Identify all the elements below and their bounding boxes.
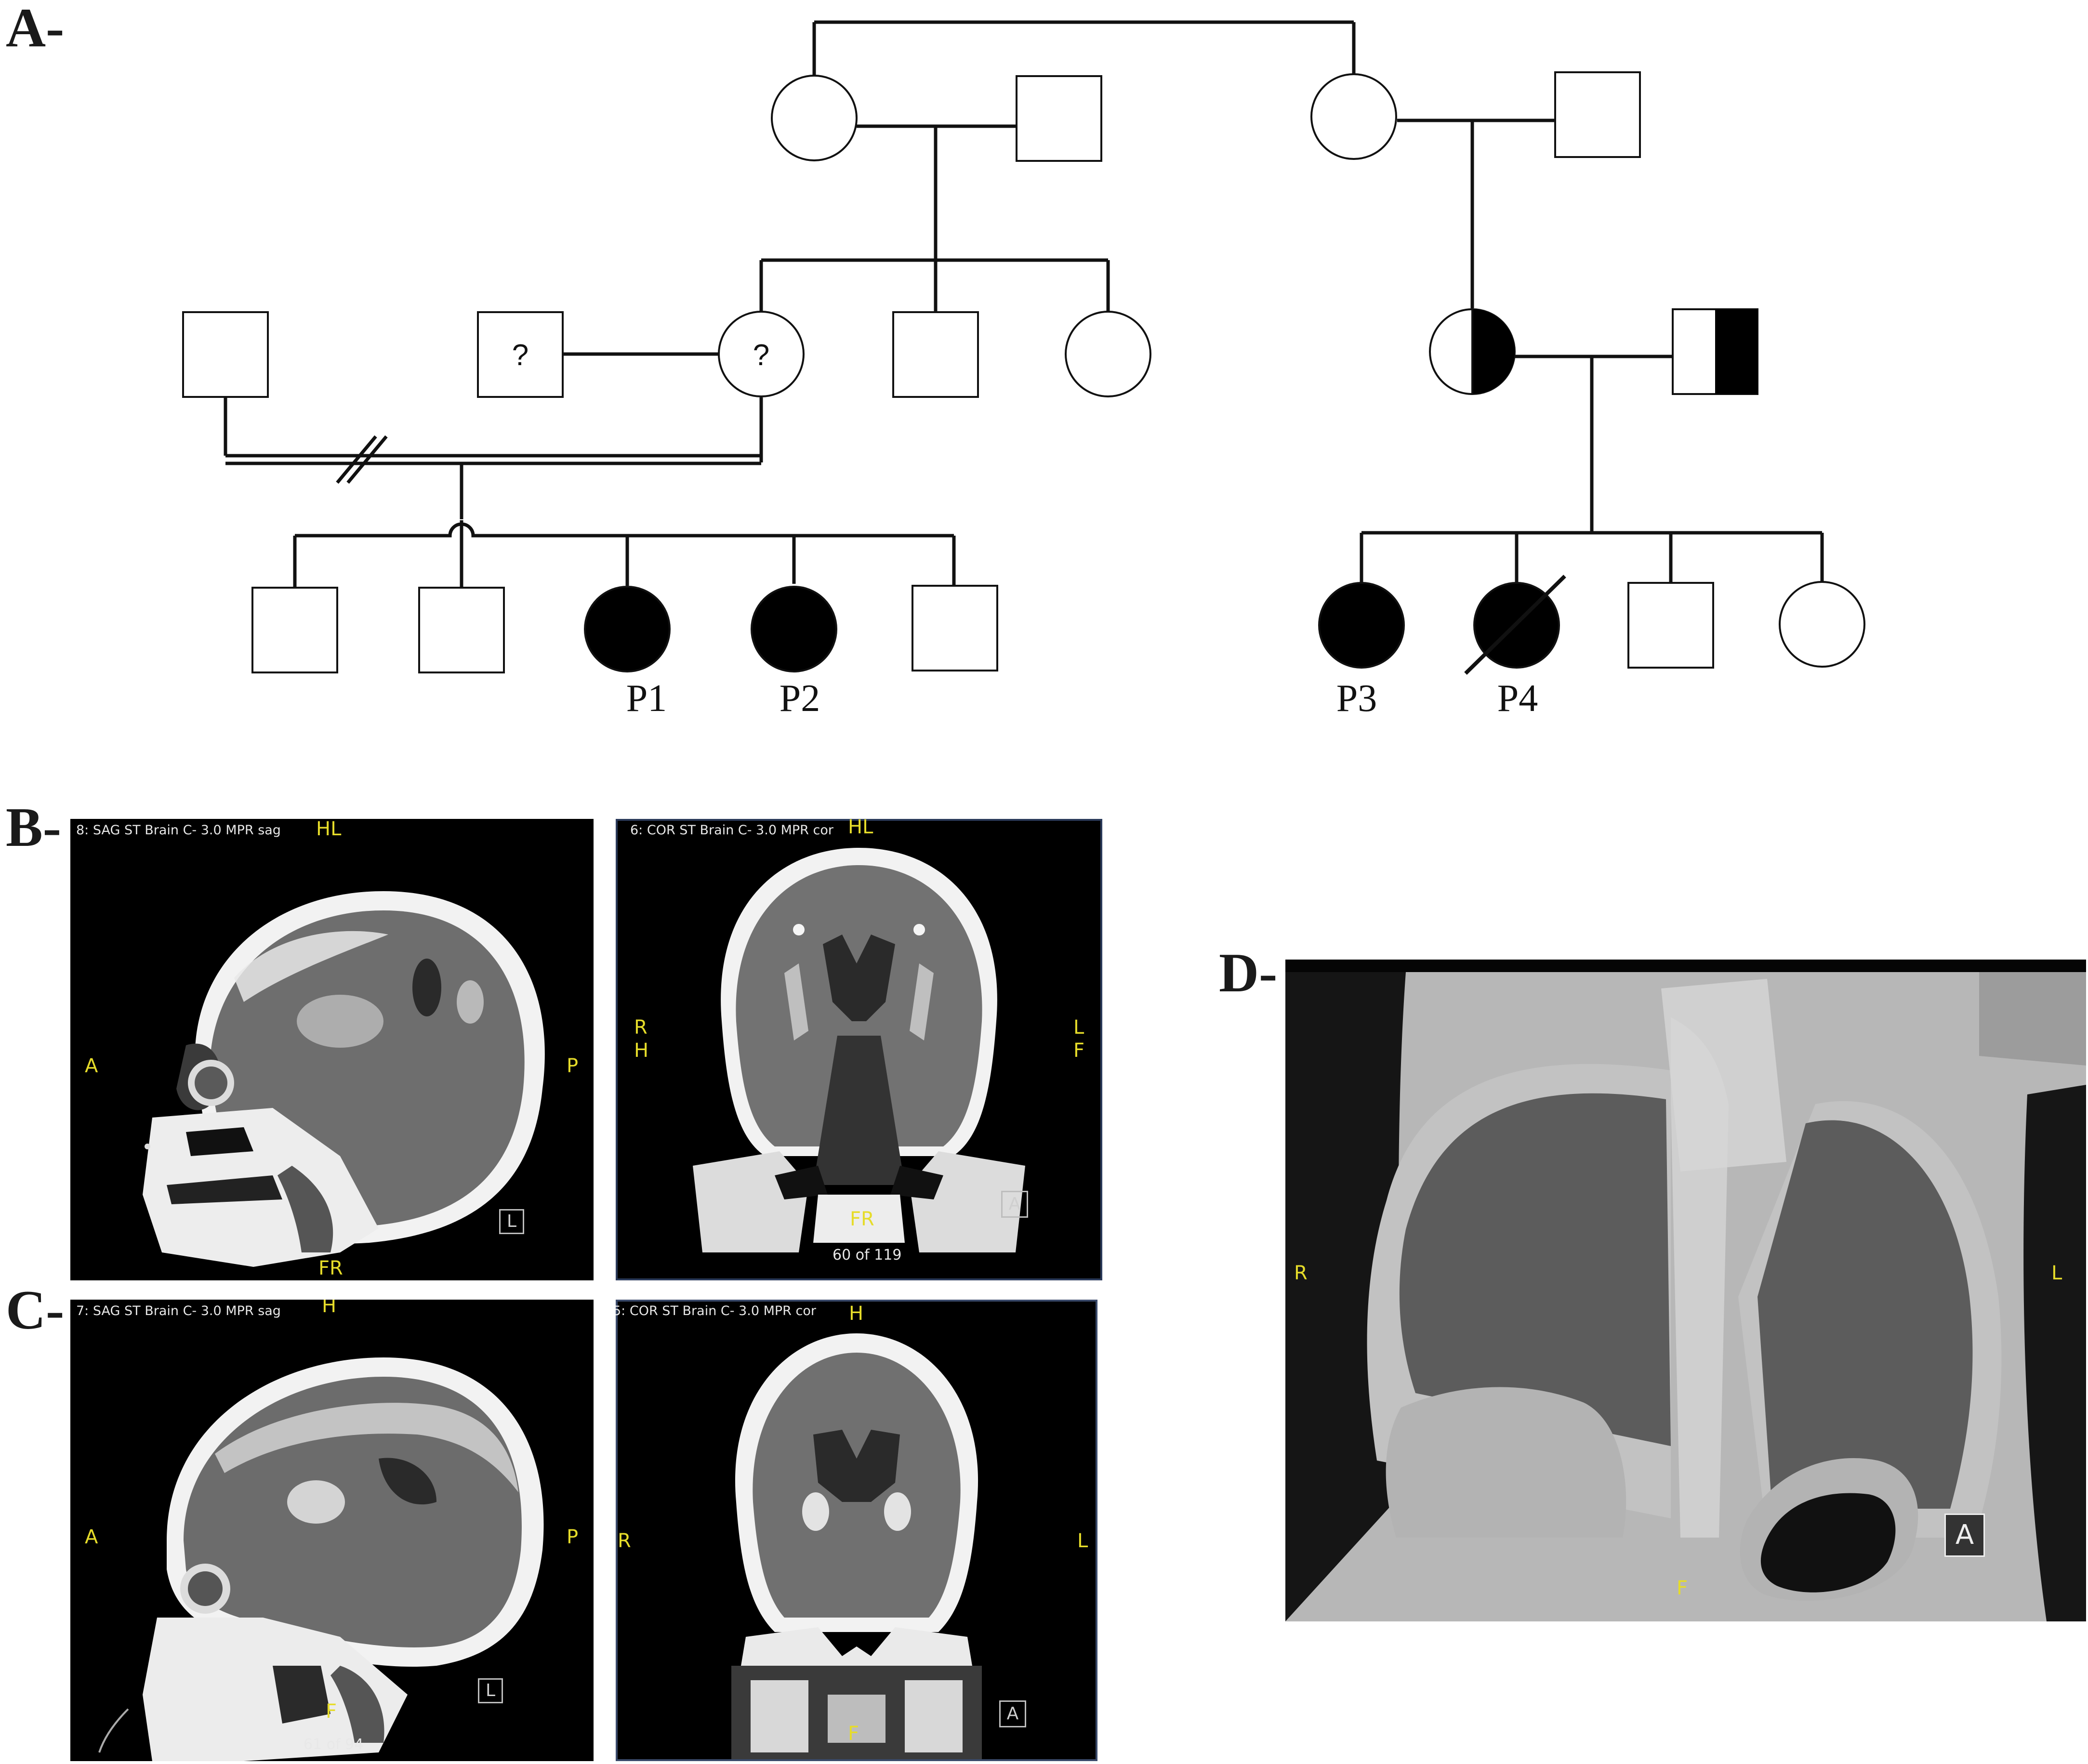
orientation-right-secondary: F xyxy=(1073,1040,1085,1062)
pedigree-male xyxy=(182,311,269,398)
pedigree-female xyxy=(1310,73,1397,160)
pedigree-lines xyxy=(224,20,1824,588)
orientation-top: H xyxy=(322,1300,337,1317)
pedigree-female-affected-p2 xyxy=(751,586,837,672)
orientation-right: P xyxy=(567,1526,579,1548)
pedigree-male xyxy=(892,311,979,398)
orientation-bottom: FR xyxy=(318,1257,343,1279)
slice-counter: 61 of 94 xyxy=(304,1736,364,1753)
unknown-mark: ? xyxy=(512,339,529,372)
orientation-right: P xyxy=(567,1055,579,1077)
orientation-right: L xyxy=(2051,1262,2062,1284)
orientation-top: HL xyxy=(848,819,873,838)
ct-brain-coronal-c: 5: COR ST Brain C- 3.0 MPR cor H R L F A xyxy=(616,1300,1097,1761)
patient-label-p2: P2 xyxy=(780,677,820,720)
orientation-bottom: F xyxy=(326,1700,337,1723)
panel-label-b: B- xyxy=(6,797,61,858)
ct-image xyxy=(693,848,1025,1252)
patient-label-p3: P3 xyxy=(1336,677,1377,720)
ct-brain-sagittal-b: 8: SAG ST Brain C- 3.0 MPR sag HL A P FR… xyxy=(70,819,594,1280)
orientation-marker: L xyxy=(478,1678,503,1703)
pedigree-male-unknown xyxy=(477,311,564,398)
orientation-top: HL xyxy=(316,819,342,840)
pedigree-female-affected-p3 xyxy=(1318,582,1405,669)
orientation-left: A xyxy=(85,1526,98,1548)
scan-header: 8: SAG ST Brain C- 3.0 MPR sag xyxy=(76,823,281,838)
orientation-marker: L xyxy=(499,1209,524,1234)
pedigree-male xyxy=(418,587,505,673)
pedigree-female xyxy=(1065,311,1151,397)
pedigree-male xyxy=(1554,71,1641,158)
patient-label-p1: P1 xyxy=(626,677,667,720)
ct-image xyxy=(1285,960,2086,1621)
pedigree-female-affected-deceased-p4 xyxy=(1464,575,1566,675)
scan-header: 7: SAG ST Brain C- 3.0 MPR sag xyxy=(76,1303,281,1318)
orientation-left-secondary: H xyxy=(634,1040,649,1062)
orientation-marker: A xyxy=(999,1700,1026,1727)
pedigree-female xyxy=(1779,581,1865,668)
panel-label-a: A- xyxy=(6,0,65,58)
pedigree-female-affected-p1 xyxy=(584,586,671,672)
ct-brain-sagittal-c: 7: SAG ST Brain C- 3.0 MPR sag H A P F L… xyxy=(70,1300,594,1761)
pedigree-female-carrier xyxy=(1429,308,1516,395)
pedigree-male xyxy=(251,587,338,673)
slice-counter: 60 of 119 xyxy=(833,1247,902,1264)
ct-image xyxy=(143,891,545,1267)
scan-header: 6: COR ST Brain C- 3.0 MPR cor xyxy=(630,823,833,838)
ct-image xyxy=(98,1357,544,1761)
orientation-top: H xyxy=(849,1303,864,1325)
orientation-bottom: F xyxy=(848,1723,859,1745)
orientation-marker: A xyxy=(1001,1191,1028,1218)
panel-label-c: C- xyxy=(6,1279,65,1341)
pedigree-male xyxy=(912,585,998,671)
orientation-bottom: F xyxy=(1677,1577,1688,1599)
orientation-bottom: FR xyxy=(850,1208,874,1230)
orientation-right: L xyxy=(1077,1530,1088,1552)
orientation-left: A xyxy=(85,1055,98,1077)
pedigree-female xyxy=(771,75,858,161)
pedigree-male-carrier xyxy=(1672,308,1758,395)
ct-brain-coronal-b: 6: COR ST Brain C- 3.0 MPR cor HL R H L … xyxy=(616,819,1102,1280)
pedigree-chart: ? ? P1 P2 P3 P4 xyxy=(182,20,1865,720)
orientation-left: R xyxy=(618,1530,631,1552)
pedigree-male xyxy=(1627,582,1714,669)
panel-label-d: D- xyxy=(1219,942,1278,1003)
orientation-left: R xyxy=(634,1016,648,1039)
unknown-mark: ? xyxy=(753,339,769,372)
pedigree-female-unknown xyxy=(718,311,805,397)
orientation-right: L xyxy=(1073,1016,1084,1039)
patient-label-p4: P4 xyxy=(1497,677,1538,720)
ct-image xyxy=(731,1333,982,1761)
pedigree-male xyxy=(1016,75,1102,162)
orientation-marker: A xyxy=(1944,1514,1985,1557)
ct-chest-coronal-d: R L F A xyxy=(1285,960,2086,1621)
scan-header: 5: COR ST Brain C- 3.0 MPR cor xyxy=(616,1303,816,1318)
orientation-left: R xyxy=(1294,1262,1308,1284)
